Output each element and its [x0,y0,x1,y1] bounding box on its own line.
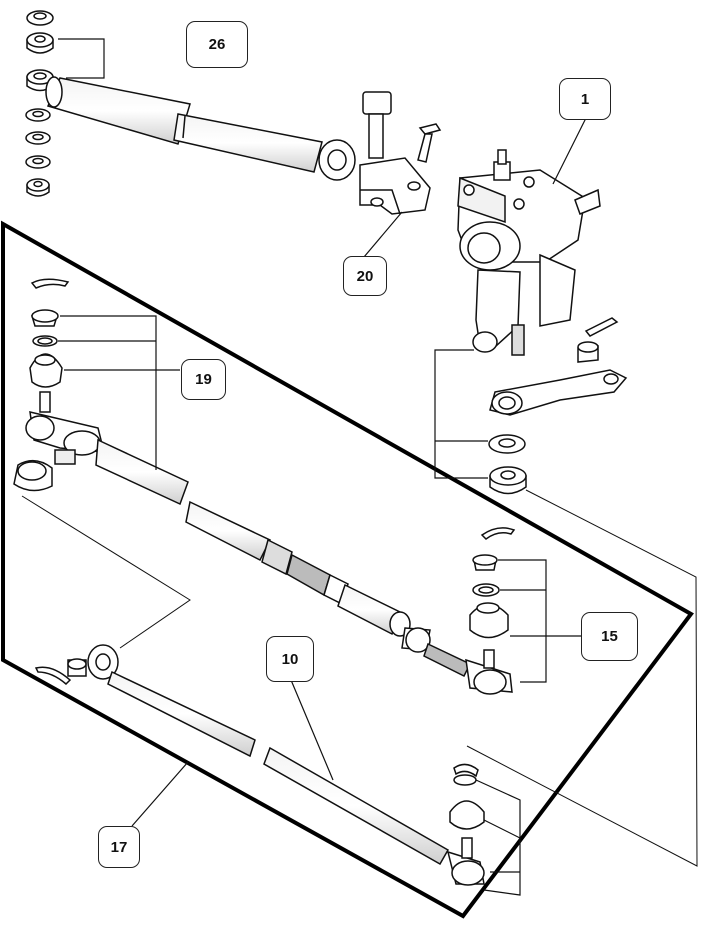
callout-19: 19 [181,359,226,400]
callout-1: 1 [559,78,611,120]
callout-26: 26 [186,21,248,68]
leader-drop-arm [434,349,488,479]
leader-lower-right [475,779,521,896]
callout-leader-26 [58,38,105,79]
callout-leader-17 [131,761,189,827]
track-rod-adjuster [185,500,513,695]
tie-rod-end [469,527,516,639]
damper-bracket [359,91,442,215]
callout-20: 20 [343,256,387,296]
callout-leader-20 [363,211,403,258]
steering-damper [45,76,356,181]
leader-lower-right-b [483,819,521,839]
leader-17-top [21,495,191,649]
callout-leader-1 [552,115,588,185]
track-rod [263,746,485,886]
callout-leader-19 [60,315,157,470]
damper-washer-stack [25,10,54,197]
callout-leader-10 [290,679,334,781]
panhard-rod [34,644,256,758]
drop-arm-assembly [488,317,628,495]
callout-17: 17 [98,826,140,868]
callout-15: 15 [581,612,638,661]
steering-box [457,149,601,356]
callout-leader-15 [498,559,547,683]
drag-link-end-parts [13,278,189,506]
leader-right-outer [466,489,698,867]
callout-10: 10 [266,636,314,682]
outline-frame [0,220,694,919]
